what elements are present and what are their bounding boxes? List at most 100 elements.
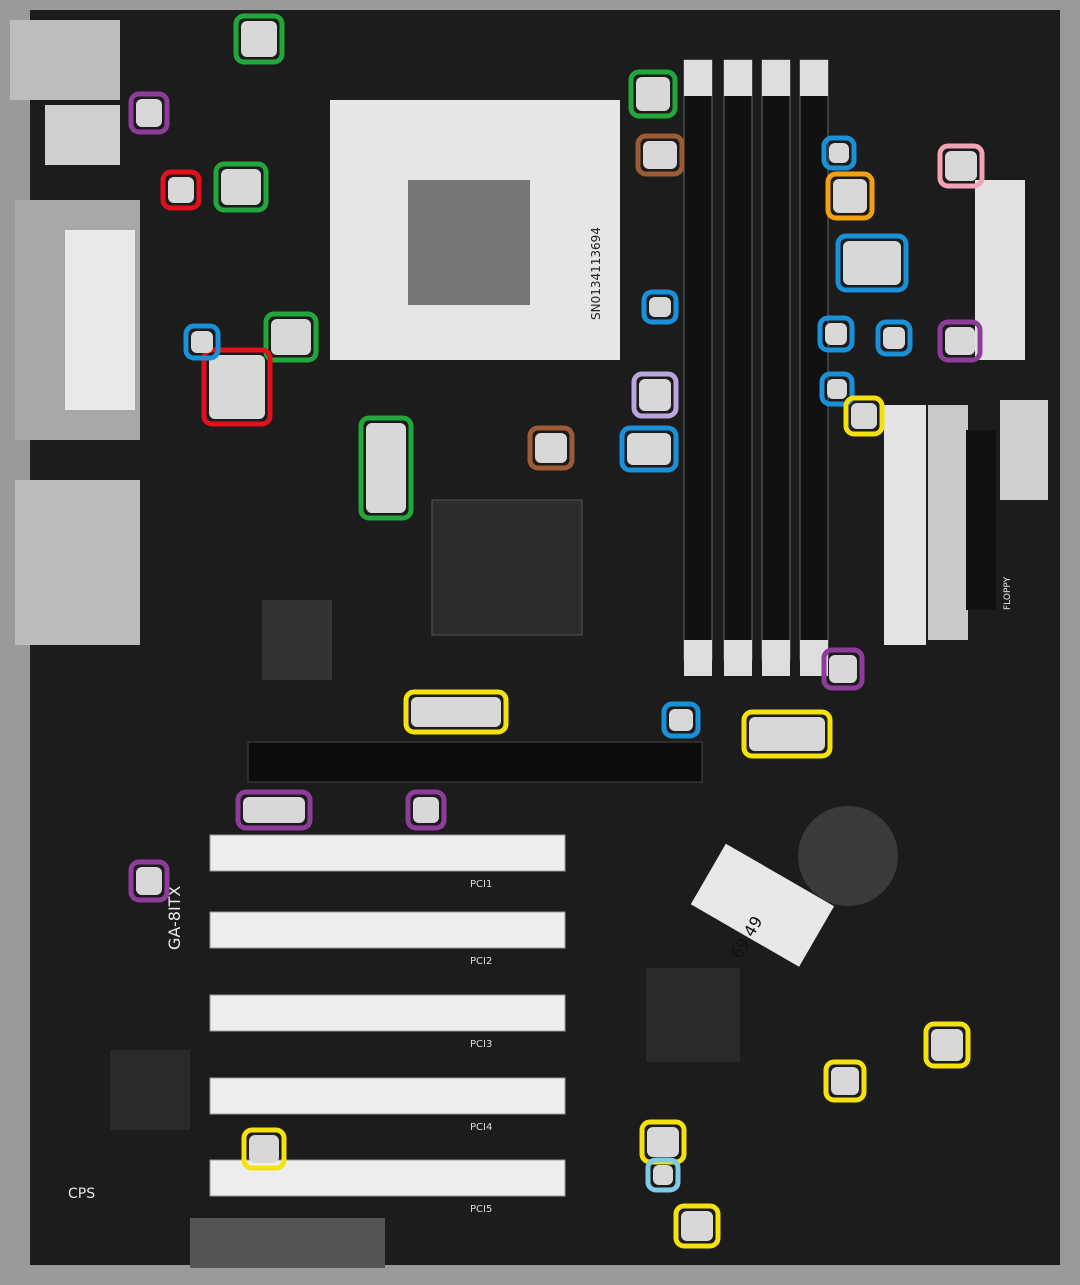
floppy-label: FLOPPY (1003, 576, 1013, 610)
green-marker-box (628, 69, 678, 119)
purple-marker-box (128, 859, 170, 903)
capacitor (945, 151, 977, 181)
lan-port (45, 105, 120, 165)
capacitor (833, 179, 867, 213)
yellow-marker-box (823, 1059, 867, 1103)
ram-slot (723, 59, 753, 661)
red-marker-box (201, 347, 273, 427)
model-label: GA-8ITX (165, 886, 184, 950)
ram-slot-latch (724, 60, 752, 96)
blue-marker-box (641, 289, 679, 325)
ram-slot-latch (800, 60, 828, 96)
capacitor (643, 141, 677, 169)
capacitor (843, 241, 901, 285)
capacitor (749, 717, 825, 751)
green-marker-box (263, 311, 319, 363)
floppy-connector (966, 430, 996, 610)
capacitor (535, 433, 567, 463)
barcode-sticker (690, 843, 835, 967)
purple-marker-box (821, 647, 865, 691)
pci-slot-label: PCI2 (470, 956, 492, 967)
purple-marker-box (235, 789, 313, 831)
capacitor (669, 709, 693, 731)
capacitor (831, 1067, 859, 1095)
capacitor (209, 355, 265, 419)
pci-slot-label: PCI3 (470, 1039, 492, 1050)
capacitor (883, 327, 905, 349)
pci-slot-label: PCI4 (470, 1122, 492, 1133)
cmos-battery (798, 806, 898, 906)
blue-marker-box (875, 319, 913, 357)
pci-slot (209, 911, 566, 949)
orange-marker-box (825, 171, 875, 221)
capacitor-markers (128, 13, 985, 1249)
purple-marker-box (128, 91, 170, 135)
green-marker-box (358, 415, 414, 521)
chipset-heatsink (431, 499, 583, 636)
audio-chip (110, 1050, 190, 1130)
capacitor (653, 1165, 673, 1185)
yellow-marker-box (843, 395, 885, 437)
pci-slot (209, 994, 566, 1032)
blue-marker-box (661, 701, 701, 739)
capacitor (413, 797, 439, 823)
lavender-marker-box (631, 371, 679, 419)
capacitor (627, 433, 671, 465)
green-marker-box (233, 13, 285, 65)
capacitor (136, 99, 162, 127)
brown-marker-box (527, 425, 575, 471)
ram-slots (683, 59, 829, 676)
capacitor (366, 423, 406, 513)
capacitor (649, 297, 671, 317)
yellow-marker-box (741, 709, 833, 759)
ram-slot (683, 59, 713, 661)
pink-marker-box (937, 143, 985, 189)
aux-power-connector (1000, 400, 1048, 500)
capacitor (825, 323, 847, 345)
atx-power-connector (975, 180, 1025, 360)
ram-slot-latch (684, 640, 712, 676)
capacitor (639, 379, 671, 411)
capacitor (243, 797, 305, 823)
blue-marker-box (821, 135, 857, 171)
purple-marker-box (937, 319, 983, 363)
cpu-socket-center (408, 180, 530, 305)
pci-slot-label: PCI1 (470, 879, 492, 890)
capacitor (851, 403, 877, 429)
capacitor (931, 1029, 963, 1061)
yellow-marker-box (923, 1021, 971, 1069)
usb-port (10, 20, 120, 100)
capacitor (411, 697, 501, 727)
capacitor (136, 867, 162, 895)
serial-label: SN0134113694 (589, 227, 603, 320)
lightblue-marker-box (645, 1157, 681, 1193)
bios-chip (262, 600, 332, 680)
serial-port (15, 480, 140, 645)
ram-slot-latch (762, 640, 790, 676)
ram-slot-latch (684, 60, 712, 96)
capacitor (829, 143, 849, 163)
blue-marker-box (819, 371, 855, 407)
brown-marker-box (635, 133, 685, 177)
blue-marker-box (817, 315, 855, 353)
ide-connector-secondary (928, 405, 968, 640)
capacitor (191, 331, 213, 353)
pci-slot (209, 1077, 566, 1115)
blue-marker-box (835, 233, 909, 293)
capacitor (249, 1135, 279, 1163)
cps-label: CPS (68, 1186, 95, 1202)
capacitor (241, 21, 277, 57)
capacitor (829, 655, 857, 683)
capacitor (827, 379, 847, 399)
capacitor (221, 169, 261, 205)
sticker-label (65, 230, 135, 410)
capacitor (168, 177, 194, 203)
capacitor (681, 1211, 713, 1241)
ram-slot-latch (762, 60, 790, 96)
red-marker-box (160, 169, 202, 211)
green-marker-box (213, 161, 269, 213)
yellow-marker-box (673, 1203, 721, 1249)
cnr-slot (190, 1218, 385, 1268)
